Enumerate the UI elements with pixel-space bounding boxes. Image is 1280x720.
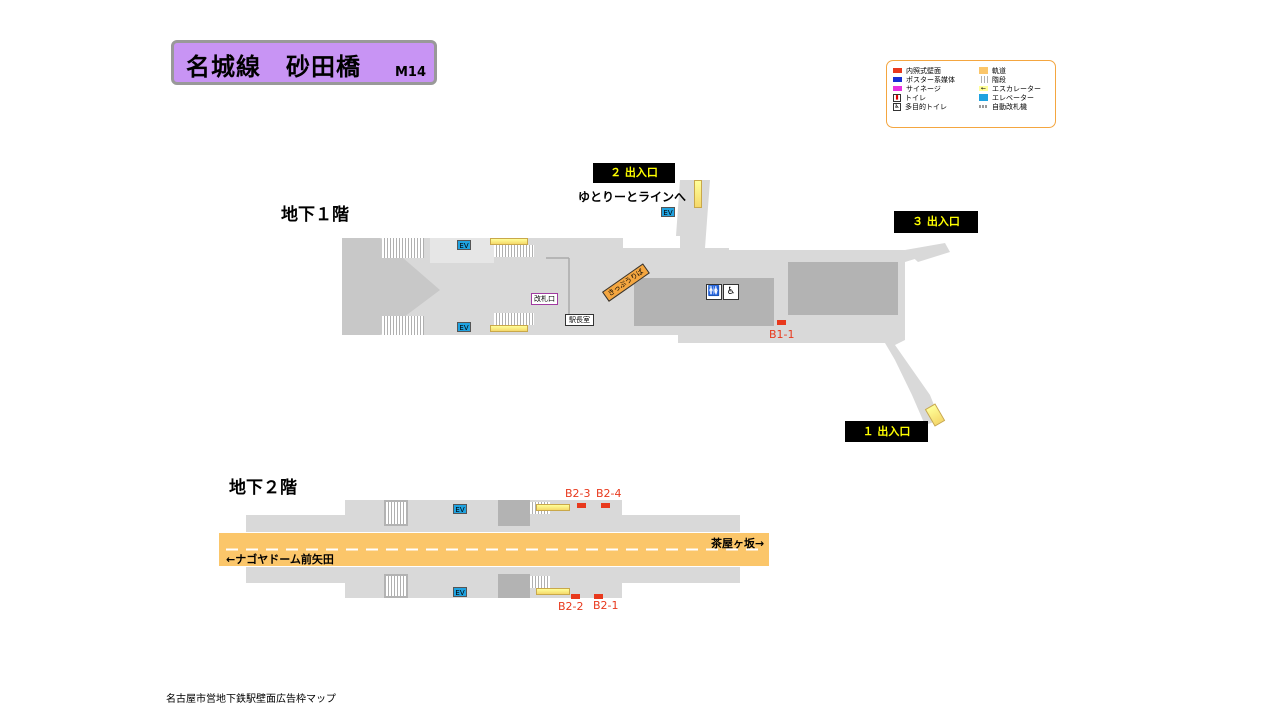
legend-item-accessible-toilet: ♿ 多目的トイレ xyxy=(893,102,955,111)
stairs-icon xyxy=(382,316,424,335)
legend-item-ticket-gate: 自動改札機 xyxy=(979,102,1041,111)
ticket-gate-icon xyxy=(979,105,988,108)
stairs-icon xyxy=(494,245,534,257)
legend-label: サイネージ xyxy=(906,84,941,93)
escalator-icon xyxy=(490,238,528,245)
ad-label-b2-2: B2-2 xyxy=(558,600,584,613)
legend-item-stairs: 階段 xyxy=(979,75,1041,84)
wheelchair-icon: ♿ xyxy=(893,102,901,111)
legend-right-column: 軌道 階段 ← エスカレーター エレベーター 自動改札機 xyxy=(979,66,1041,111)
legend-item-escalator: ← エスカレーター xyxy=(979,84,1041,93)
station-title-box: 名城線 砂田橋 M14 xyxy=(171,40,437,85)
elevator-icon xyxy=(979,94,988,101)
direction-label-left: ←ナゴヤドーム前矢田 xyxy=(226,553,334,566)
ticket-gate-label: 改札口 xyxy=(531,293,558,305)
elevator-icon: EV xyxy=(457,322,471,332)
magenta-swatch-icon xyxy=(893,86,902,91)
toilet-icon: ▮ xyxy=(893,93,901,102)
legend-item-illuminated-wall: 内照式壁面 xyxy=(893,66,955,75)
ad-mark-b2-4 xyxy=(601,503,610,508)
b1-office-area xyxy=(634,278,774,326)
station-code: M14 xyxy=(394,65,426,80)
legend: 内照式壁面 ポスター系媒体 サイネージ ▮ トイレ ♿ 多目的トイレ 軌道 階段 ←… xyxy=(886,60,1056,128)
legend-label: エレベーター xyxy=(992,93,1034,102)
legend-label: 内照式壁面 xyxy=(906,66,941,75)
legend-label: 自動改札機 xyxy=(992,102,1027,111)
floor-label-b1: 地下１階 xyxy=(281,205,349,225)
track-icon xyxy=(979,67,988,74)
exit-2-note: ゆとりーとラインへ xyxy=(578,190,687,204)
legend-item-toilet: ▮ トイレ xyxy=(893,93,955,102)
legend-label: 軌道 xyxy=(992,66,1006,75)
ad-label-b2-3: B2-3 xyxy=(565,487,591,500)
ad-mark-b2-1 xyxy=(594,594,603,599)
floor-label-b2: 地下２階 xyxy=(229,478,297,498)
footer-caption: 名古屋市営地下鉄駅壁面広告枠マップ xyxy=(166,694,336,705)
escalator-icon xyxy=(694,180,702,208)
elevator-icon: EV xyxy=(661,207,675,217)
blue-swatch-icon xyxy=(893,77,902,82)
b2-esc-core-upper xyxy=(498,500,530,526)
ad-label-b2-4: B2-4 xyxy=(596,487,622,500)
escalator-icon xyxy=(536,504,570,511)
stairs-icon xyxy=(530,576,550,588)
b2-upper-platform xyxy=(246,500,740,532)
exit-3-corridor xyxy=(905,243,950,262)
ad-mark-b2-2 xyxy=(571,594,580,599)
ad-mark-b2-3 xyxy=(577,503,586,508)
station-master-office-label: 駅長室 xyxy=(565,314,594,326)
elevator-icon: EV xyxy=(453,587,467,597)
legend-label: ポスター系媒体 xyxy=(906,75,955,84)
legend-item-signage: サイネージ xyxy=(893,84,955,93)
escalator-icon xyxy=(490,325,528,332)
legend-item-track: 軌道 xyxy=(979,66,1041,75)
ad-label-b2-1: B2-1 xyxy=(593,599,619,612)
elevator-icon: EV xyxy=(453,504,467,514)
legend-item-elevator: エレベーター xyxy=(979,93,1041,102)
exit-3-sign: ３ 出入口 xyxy=(894,211,978,233)
legend-label: 階段 xyxy=(992,75,1006,84)
stairs-icon xyxy=(386,502,406,524)
legend-label: エスカレーター xyxy=(992,84,1041,93)
wheelchair-icon: ♿ xyxy=(723,284,739,300)
station-name: 名城線 砂田橋 xyxy=(186,53,361,81)
b1-machine-room xyxy=(788,262,898,315)
legend-item-poster: ポスター系媒体 xyxy=(893,75,955,84)
stairs-icon xyxy=(386,576,406,596)
red-swatch-icon xyxy=(893,68,902,73)
legend-left-column: 内照式壁面 ポスター系媒体 サイネージ ▮ トイレ ♿ 多目的トイレ xyxy=(893,66,955,111)
exit-1-sign: １ 出入口 xyxy=(845,421,928,442)
stairs-icon xyxy=(382,238,424,258)
direction-label-right: 茶屋ヶ坂→ xyxy=(711,537,765,550)
toilet-icon: 🚻 xyxy=(706,284,722,300)
stairs-icon xyxy=(494,313,534,325)
ad-mark-b1-1 xyxy=(777,320,786,325)
exit-2-sign: ２ 出入口 xyxy=(593,163,675,183)
escalator-icon: ← xyxy=(979,85,988,92)
b1-west-hall xyxy=(342,238,440,335)
b2-lower-platform xyxy=(246,567,740,598)
ad-label-b1-1: B1-1 xyxy=(769,328,795,341)
stairs-icon xyxy=(979,76,988,83)
legend-label: 多目的トイレ xyxy=(905,102,947,111)
legend-label: トイレ xyxy=(905,93,926,102)
elevator-icon: EV xyxy=(457,240,471,250)
b2-esc-core-lower xyxy=(498,574,530,598)
escalator-icon xyxy=(536,588,570,595)
